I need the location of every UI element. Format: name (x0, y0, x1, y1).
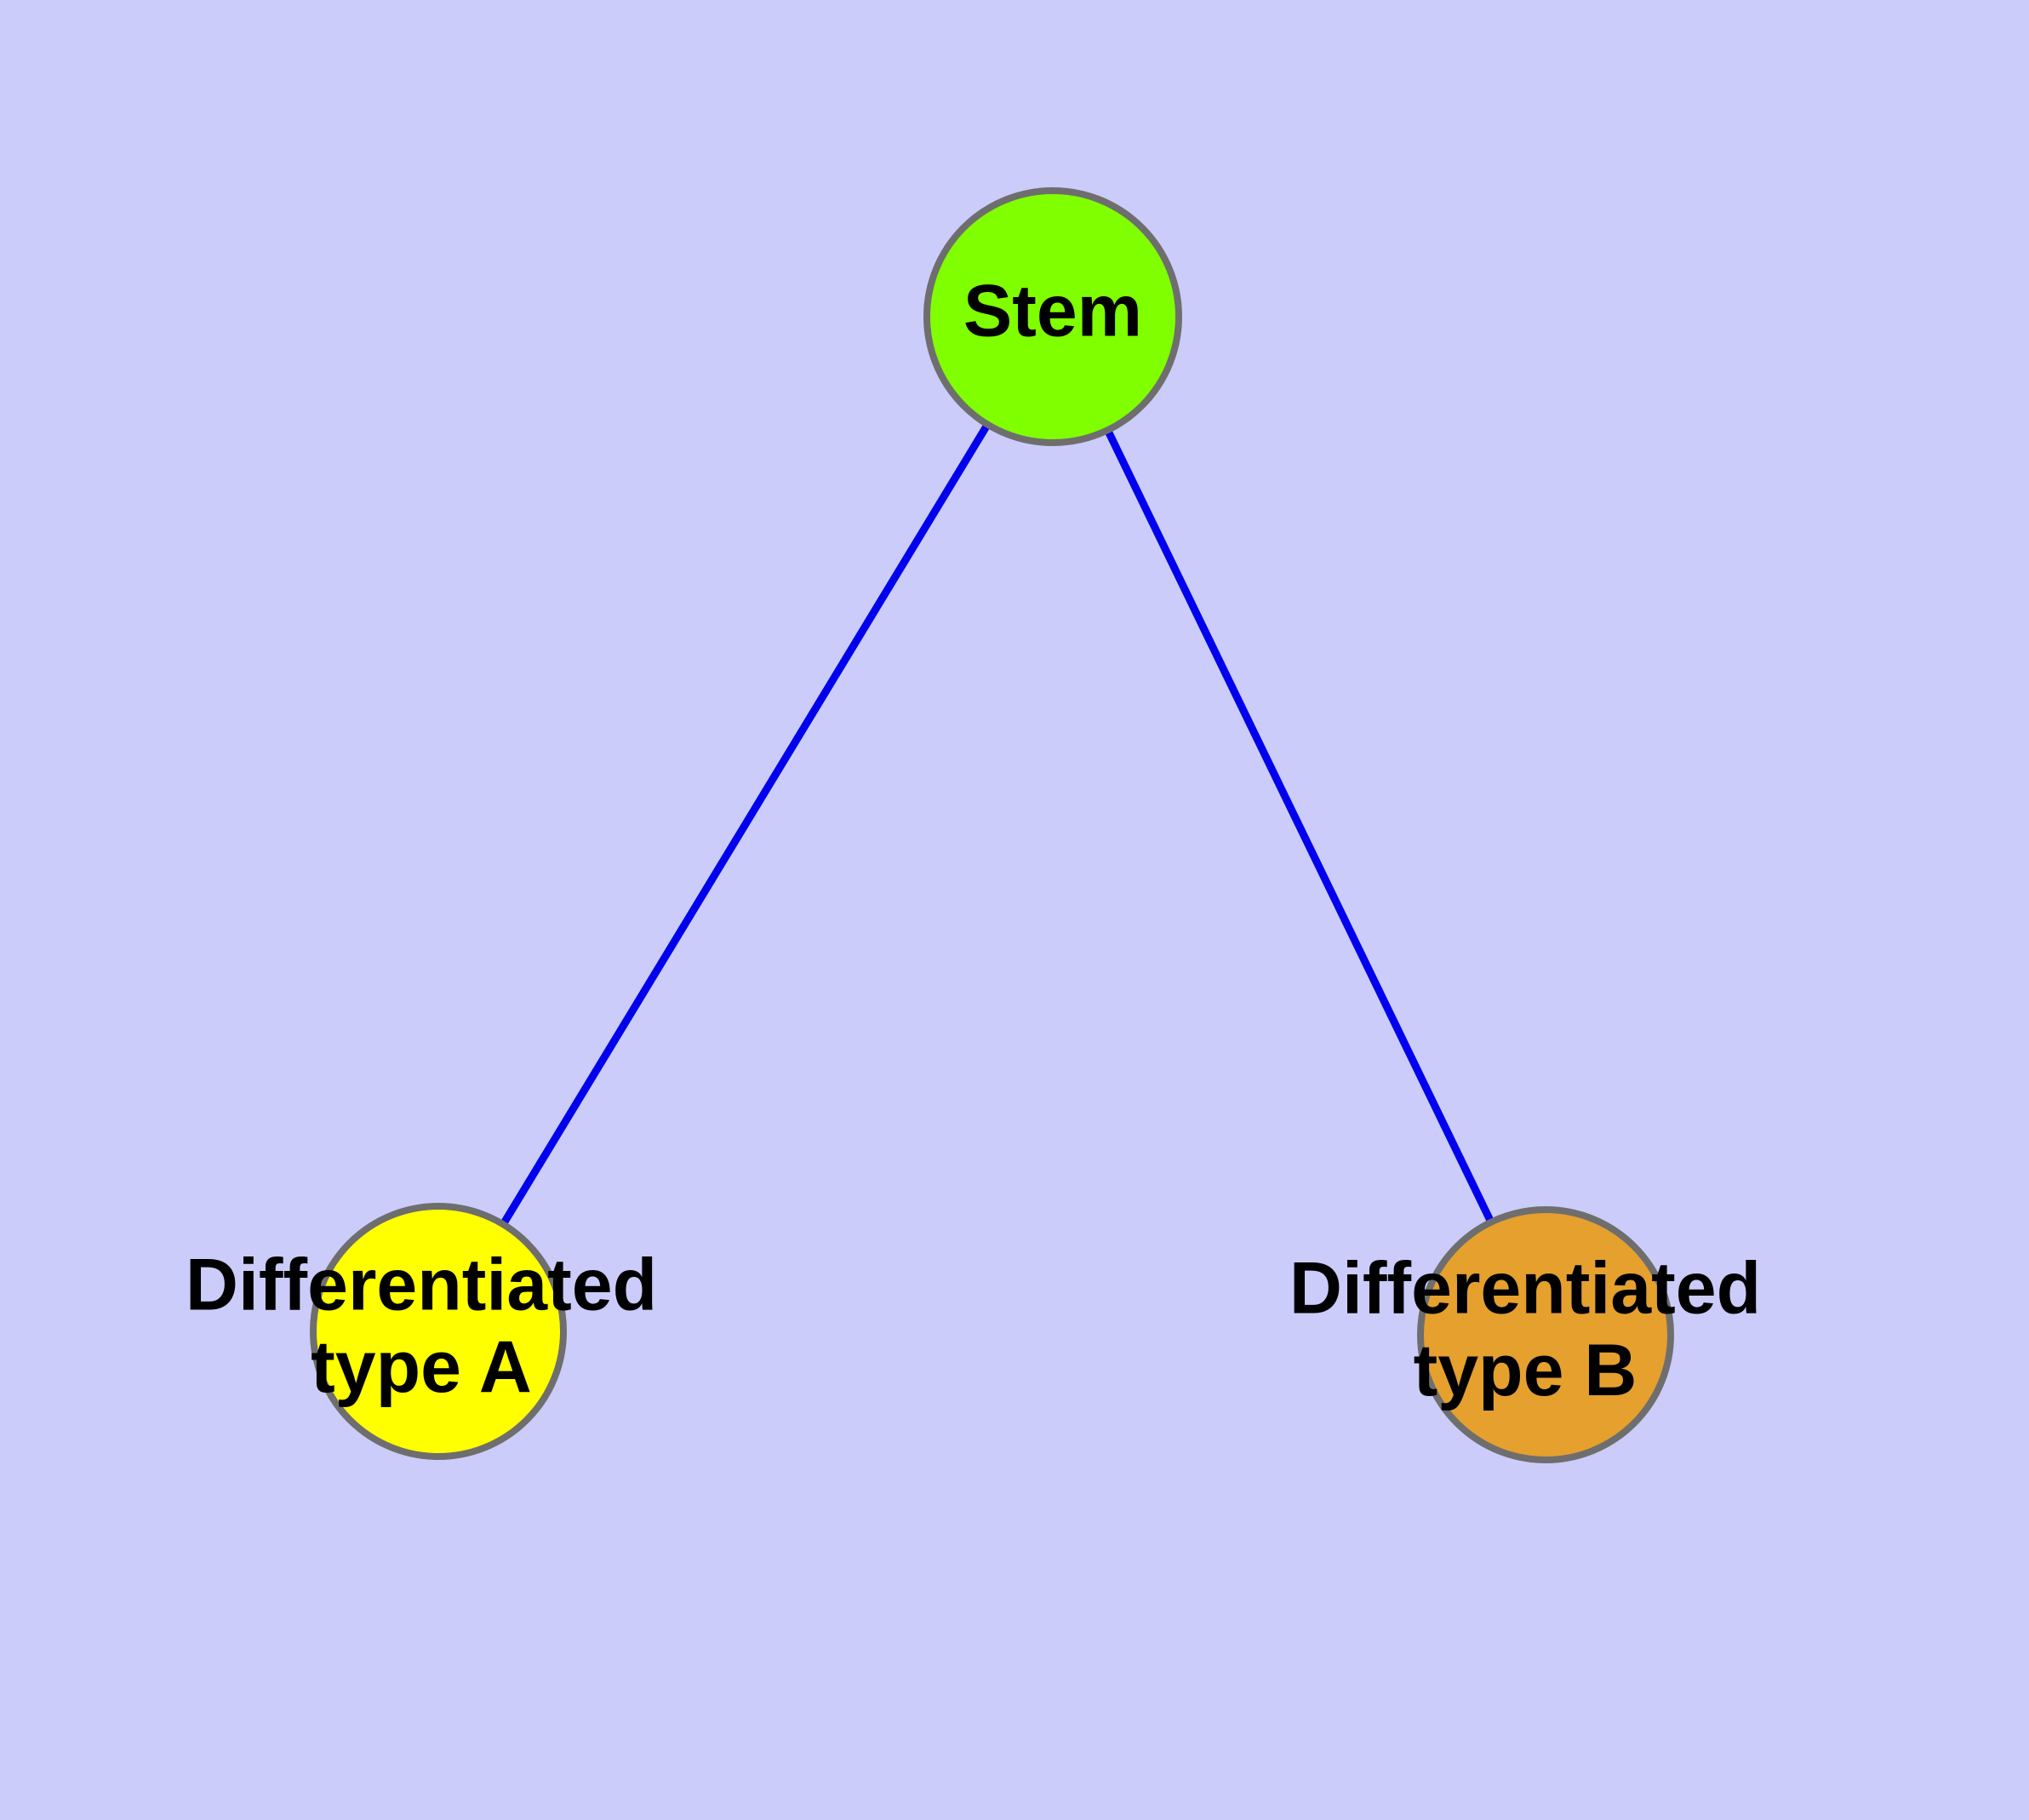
edge-stem-diff_b[interactable] (1049, 315, 1550, 1336)
node-stem[interactable] (923, 187, 1182, 446)
edges-layer (435, 314, 1550, 1336)
node-label-line: Differentiated (1289, 1248, 1761, 1330)
node-label-line: type A (311, 1326, 532, 1408)
node-label-line: Stem (963, 271, 1142, 352)
node-diff_a[interactable] (310, 1203, 567, 1460)
nodes-layer (310, 187, 1674, 1463)
node-label-line: type B (1414, 1330, 1637, 1411)
node-label-stem: Stem (963, 271, 1142, 352)
node-diff_b[interactable] (1417, 1206, 1674, 1463)
node-label-line: Differentiated (186, 1245, 657, 1326)
edge-stem-diff_a[interactable] (435, 314, 1056, 1334)
